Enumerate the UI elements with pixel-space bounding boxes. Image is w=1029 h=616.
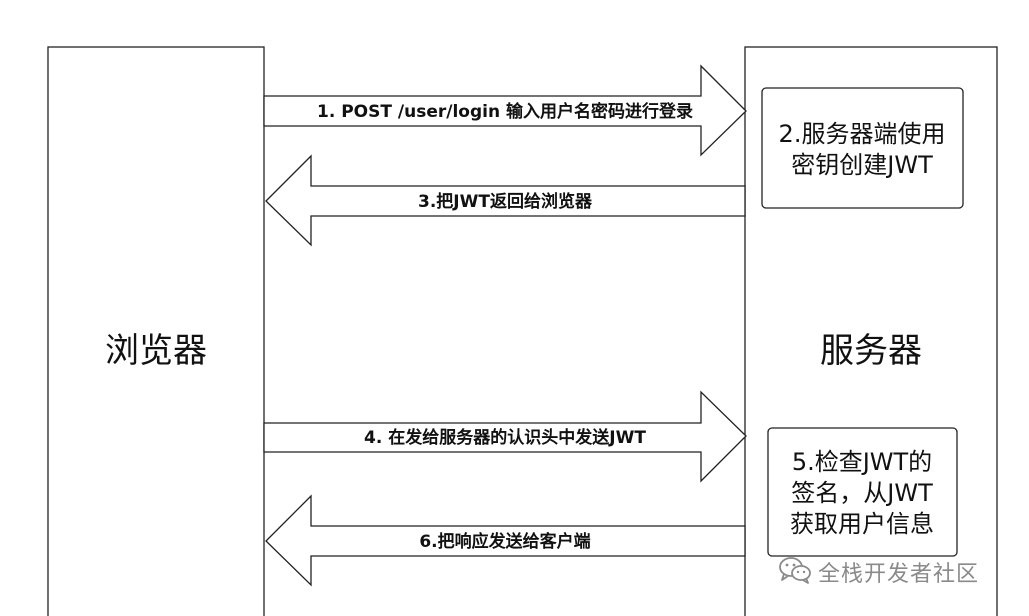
- arrow-step-1: [263, 64, 747, 157]
- browser-lane: [47, 46, 265, 616]
- wechat-icon: [778, 555, 812, 589]
- server-note-5: [767, 427, 958, 557]
- note-5-line-1: 5.检查JWT的: [792, 448, 932, 476]
- watermark: 全栈开发者社区: [778, 552, 1018, 592]
- step-3-label: 3.把JWT返回给浏览器: [418, 191, 593, 212]
- watermark-text: 全栈开发者社区: [818, 562, 980, 587]
- note-5-line-3: 获取用户信息: [790, 510, 934, 538]
- arrow-step-4: [263, 390, 747, 483]
- note-2-line-1: 2.服务器端使用: [779, 120, 946, 148]
- arrow-step-6: [265, 494, 746, 587]
- arrow-step-3: [265, 154, 746, 247]
- server-note-2: [761, 87, 964, 209]
- step-1-label: 1. POST /user/login 输入用户名密码进行登录: [317, 101, 693, 122]
- server-label: 服务器: [820, 331, 922, 371]
- step-6-label: 6.把响应发送给客户端: [419, 531, 590, 552]
- browser-label: 浏览器: [105, 331, 207, 371]
- note-5-line-2: 签名，从JWT: [791, 479, 933, 507]
- step-4-label: 4. 在发给服务器的认识头中发送JWT: [364, 427, 646, 448]
- note-2-line-2: 密钥创建JWT: [791, 151, 933, 179]
